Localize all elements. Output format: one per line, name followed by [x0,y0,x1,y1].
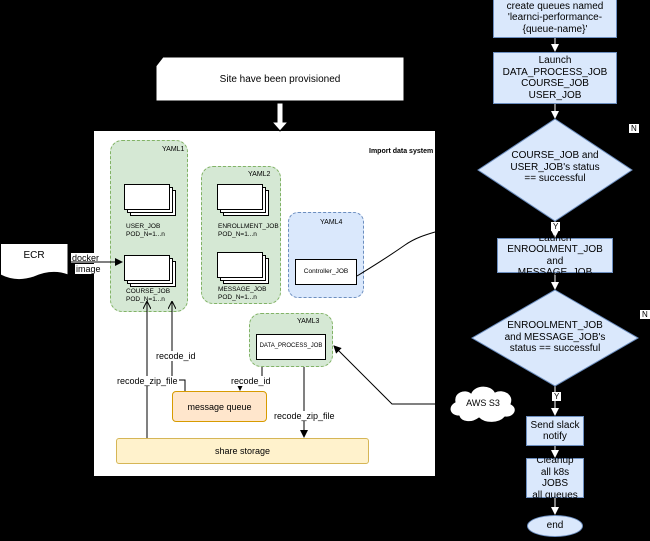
ecr-label: ECR [23,250,45,261]
message-queue-box: message queue [172,391,267,422]
launch-2-label: Launch ENROOLMENT_JOB and MESSAGE_JOB [507,232,603,279]
enrollment-job-pods: POD_N=1...n [218,231,257,238]
controller-job-label: Controller_JOB [303,268,349,276]
create-queues-box: create queues named 'learnci-performance… [493,0,617,38]
decision-2-no-label: N [640,310,650,319]
launch-1-label: Launch DATA_PROCESS_JOB COURSE_JOB USER_… [502,55,608,101]
provisioned-label: Site have been provisioned [219,73,341,85]
recode-zip-file-left-label: recode_zip_file [116,376,179,386]
recode-id-up-label: recode_id [155,351,197,361]
launch-2-box: Launch ENROOLMENT_JOB and MESSAGE_JOB [497,233,613,278]
user-job-stack-front [124,184,170,210]
data-seed-file-label: data_seed_file [361,387,420,397]
yaml1-title: YAML1 [162,146,185,153]
import-system-title: Import data system [369,148,434,155]
docker-label: docker [71,253,101,263]
yaml3-title: YAML3 [297,318,320,325]
cleanup-box: Cleanup all k8s JOBS all queues [526,455,584,501]
end-box: end [527,515,583,537]
yaml2-title: YAML2 [248,171,271,178]
decision-2-yes-label: Y [552,392,562,401]
recode-id-mid-label: recode_id [230,376,272,386]
decision-1-label: COURSE_JOB and USER_JOB's status == succ… [510,150,600,184]
enrollment-job-stack-front [217,184,263,210]
provisioned-shape [155,56,405,102]
share-storage-box: share storage [116,438,369,464]
controller-job-box: Controller_JOB [295,259,357,285]
user-job-label: USER_JOB [126,223,161,230]
data-process-job-box: DATA_PROCESS_JOB [256,334,326,360]
message-job-stack-front [217,252,263,278]
send-slack-box: Send slack notify [526,416,584,446]
aws-s3-cloud [449,385,516,423]
recode-zip-file-mid-label: recode_zip_file [273,411,336,421]
decision-1-yes-label: Y [551,222,561,231]
message-job-label: MESSAGE_JOB [218,286,267,293]
image-label: image [75,264,102,274]
decision-1-no-label: N [629,124,639,133]
create-queues-label: create queues named 'learnci-performance… [506,0,604,35]
data-process-job-label: DATA_PROCESS_JOB [259,343,323,350]
decision-2-diamond [471,289,639,387]
aws-s3-label: AWS S3 [466,398,500,408]
message-queue-label: message queue [187,401,252,412]
course-job-label: COURSE_JOB [126,288,171,295]
decision-2-label: ENROOLMENT_JOB and MESSAGE_JOB's status … [504,320,606,354]
ecr-shape [0,243,69,281]
user-job-pods: POD_N=1...n [126,231,165,238]
course-job-stack-front [124,255,170,281]
enrollment-job-label: ENROLLMENT_JOB [218,223,279,230]
end-label: end [546,520,564,532]
message-job-pods: POD_N=1...n [218,294,257,301]
send-slack-label: Send slack notify [530,419,580,443]
course-job-pods: POD_N=1...n [126,296,165,303]
yaml4-title: YAML4 [320,219,343,226]
cleanup-label: Cleanup all k8s JOBS all queues [532,455,578,501]
share-storage-label: share storage [214,446,271,456]
decision-1-diamond [477,118,633,222]
launch-1-box: Launch DATA_PROCESS_JOB COURSE_JOB USER_… [493,52,617,104]
